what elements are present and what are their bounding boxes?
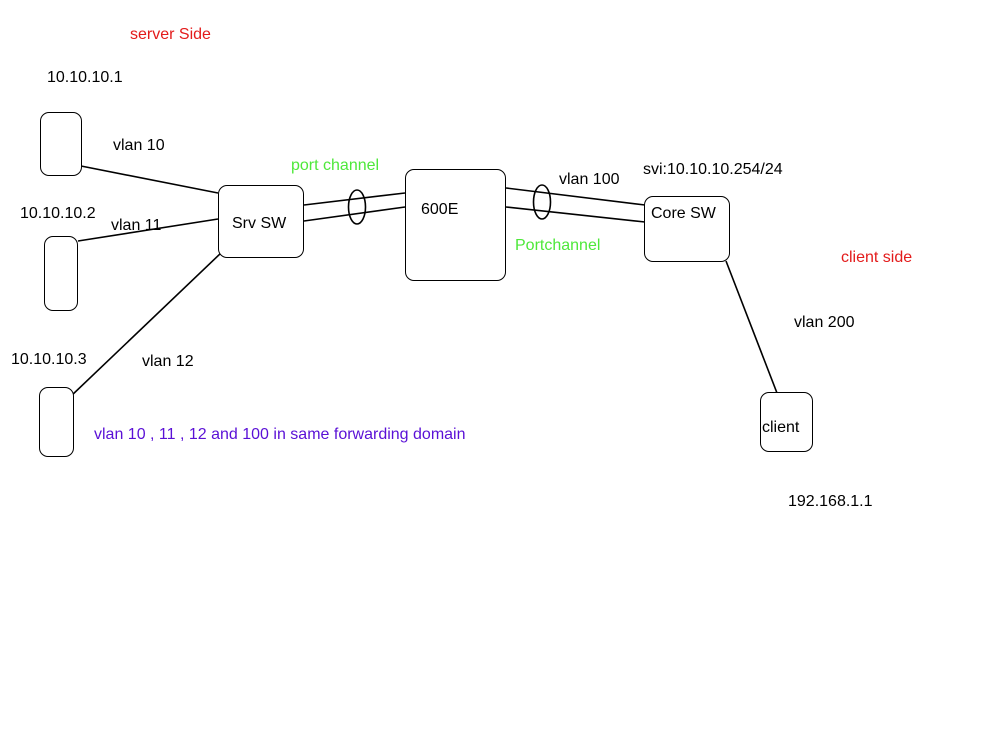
link-600e-coresw-a: [505, 187, 646, 206]
vlan-10-label: vlan 10: [113, 137, 165, 154]
fw-600e-box: [405, 169, 506, 281]
server-3-box: [39, 387, 74, 457]
link-srvsw-600e-b: [303, 206, 406, 222]
server-3-ip: 10.10.10.3: [11, 351, 87, 368]
link-600e-coresw-b: [505, 206, 646, 223]
link-server2-srvsw: [77, 218, 219, 242]
vlan-12-label: vlan 12: [142, 353, 194, 370]
core-sw-label: Core SW: [651, 205, 716, 222]
server-2-ip: 10.10.10.2: [20, 205, 96, 222]
client-label: client: [762, 419, 800, 436]
srv-sw-label: Srv SW: [232, 215, 287, 232]
port-channel-left-label: port channel: [291, 157, 380, 174]
link-server3-srvsw: [69, 251, 223, 398]
client-side-title: client side: [841, 249, 913, 266]
link-server1-srvsw: [80, 165, 219, 194]
server-1-ip: 10.10.10.1: [47, 69, 123, 86]
link-srvsw-600e-a: [303, 192, 406, 206]
forwarding-domain-note: vlan 10 , 11 , 12 and 100 in same forwar…: [94, 426, 466, 443]
client-ip: 192.168.1.1: [788, 493, 873, 510]
core-sw-box: [644, 196, 730, 262]
port-channel-right-label: Portchannel: [515, 237, 601, 254]
server-2-box: [44, 236, 78, 311]
server-1-box: [40, 112, 82, 176]
vlan-11-label: vlan 11: [111, 217, 162, 234]
srv-sw-box: [218, 185, 304, 258]
server-side-title: server Side: [130, 26, 211, 43]
svi-label: svi:10.10.10.254/24: [643, 161, 783, 178]
port-channel-ring-right: [532, 184, 552, 220]
link-coresw-client: [725, 260, 778, 394]
port-channel-ring-left: [347, 189, 367, 225]
client-box: [760, 392, 813, 452]
vlan-200-label: vlan 200: [794, 314, 855, 331]
fw-600e-label: 600E: [421, 201, 459, 218]
vlan-100-label: vlan 100: [559, 171, 620, 188]
